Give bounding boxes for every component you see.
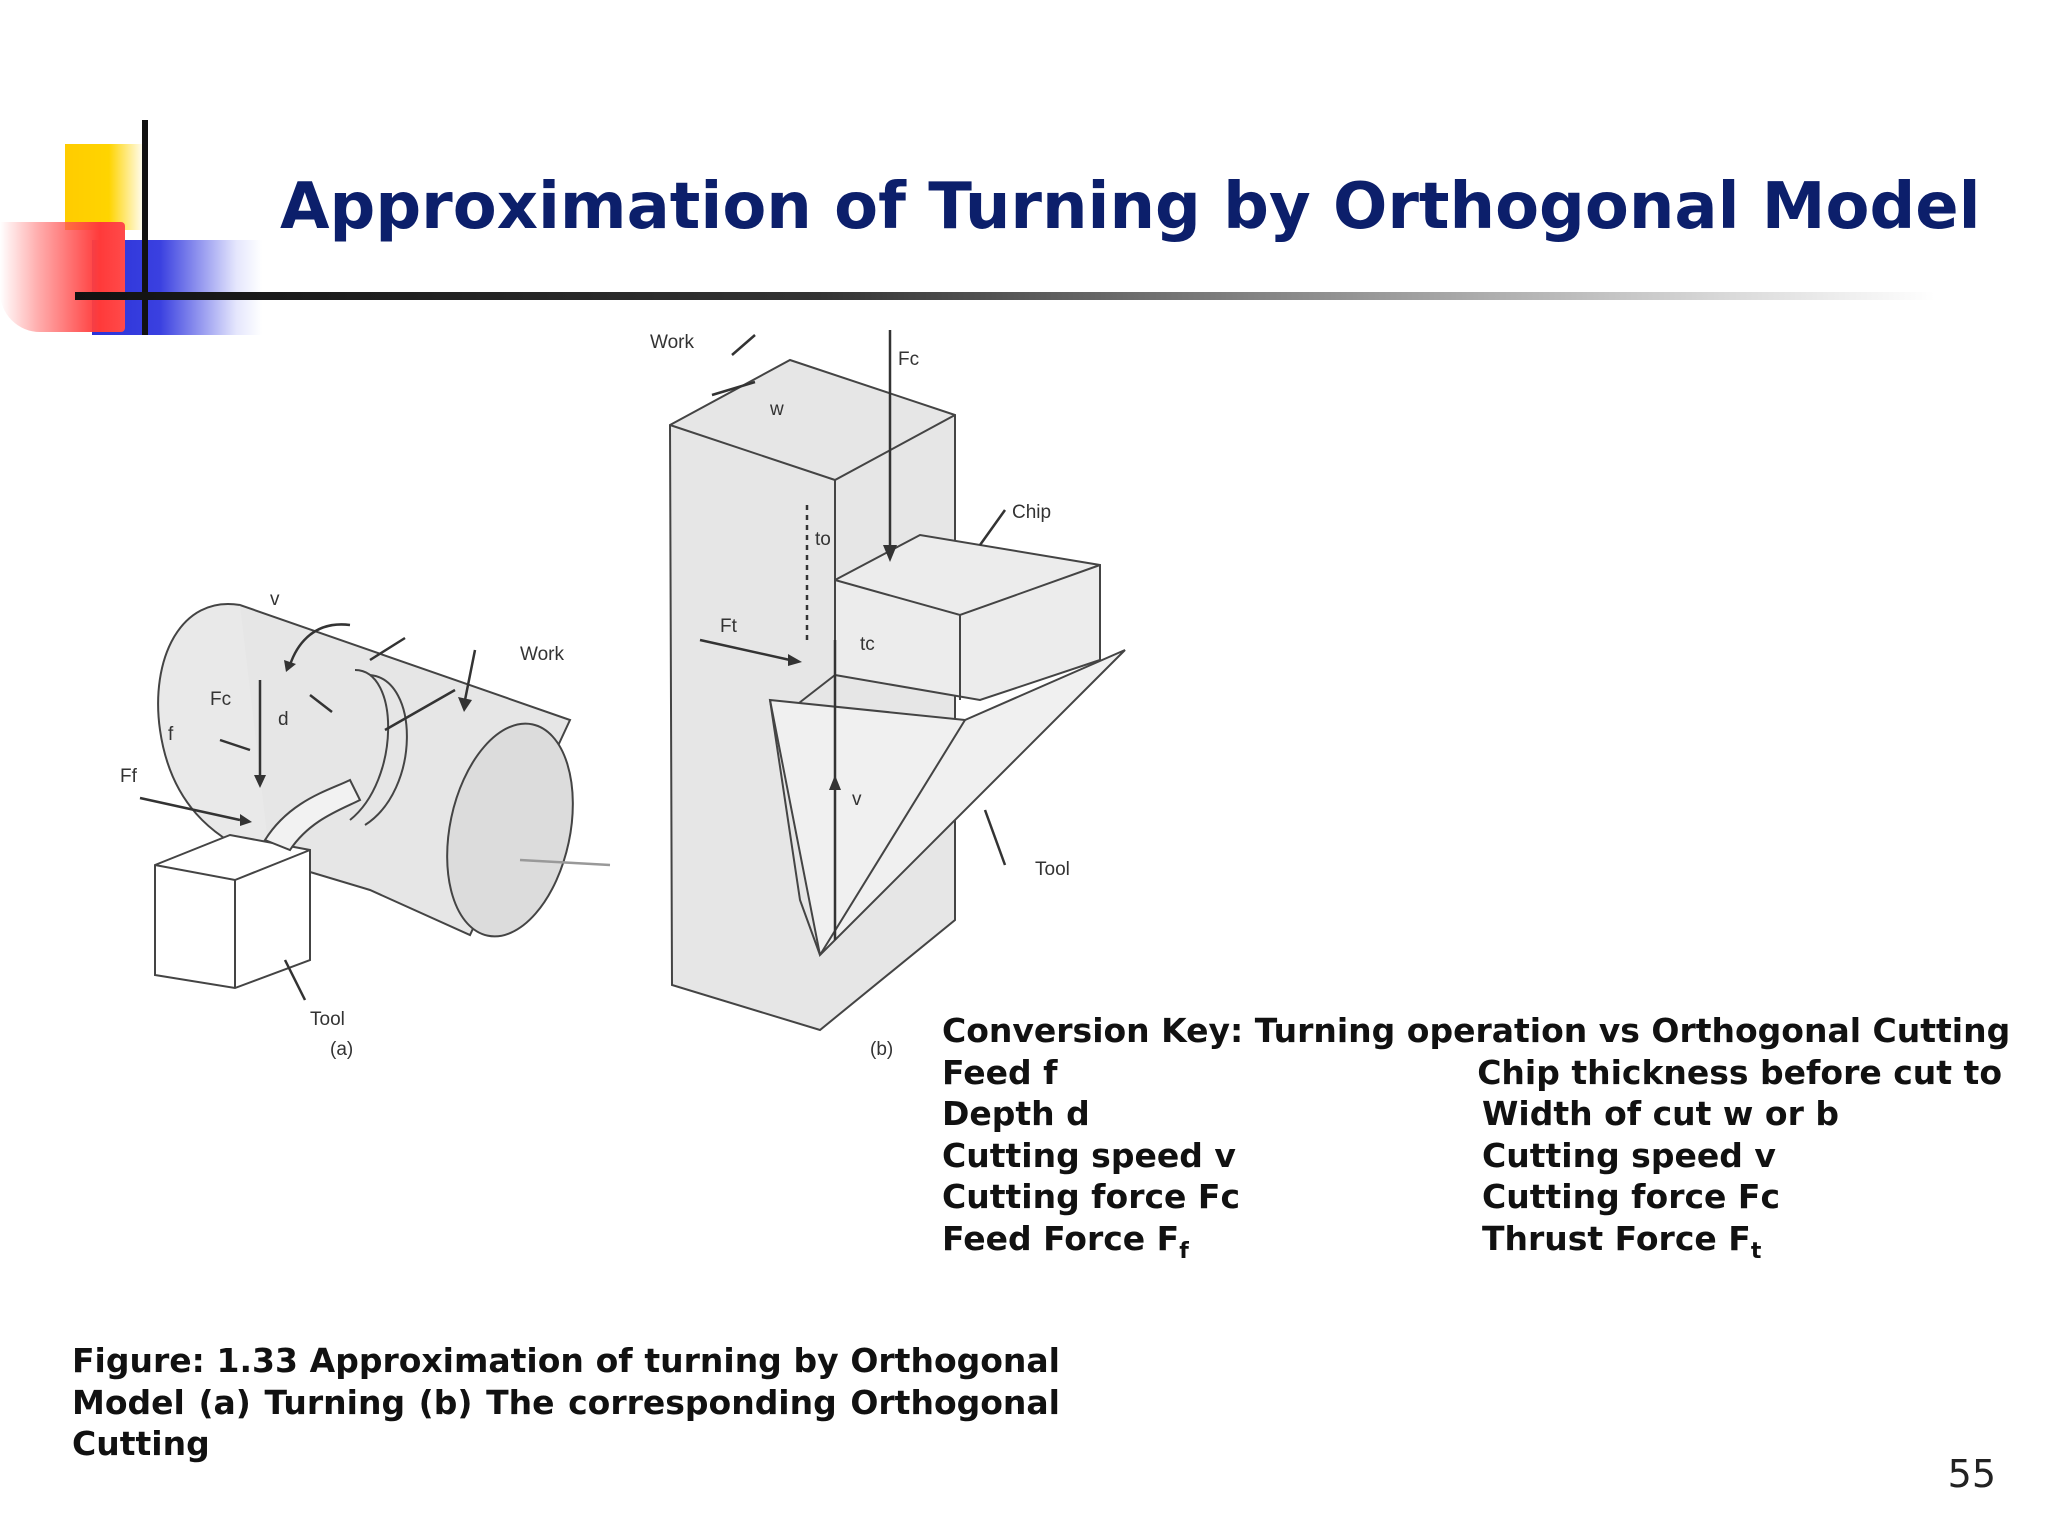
label-a-ff: Ff xyxy=(120,766,138,787)
label-b-to: to xyxy=(815,529,831,550)
label-a-d: d xyxy=(278,709,289,730)
title-underline xyxy=(75,292,1935,300)
label-b-tool: Tool xyxy=(1035,859,1070,880)
turning-orthogonal-figure: v Fc d f Ff Work Tool (a) Work xyxy=(120,330,1126,1060)
key-orthogonal-thrust-force: Thrust Force Ft xyxy=(1482,1218,2002,1263)
key-orthogonal: Cutting speed v xyxy=(1482,1135,1776,1175)
key-orthogonal-subscript: t xyxy=(1750,1238,1762,1264)
key-orthogonal-text: Thrust Force F xyxy=(1482,1218,1751,1258)
label-b-w: w xyxy=(769,399,784,420)
logo-red-square xyxy=(0,222,125,332)
page-number: 55 xyxy=(1947,1452,1996,1496)
label-b-work: Work xyxy=(650,332,694,353)
key-row: Cutting force Fc Cutting force Fc xyxy=(942,1176,2002,1218)
tool-wedge-b xyxy=(768,649,1126,958)
logo-vertical-line xyxy=(142,120,148,335)
label-b-fc: Fc xyxy=(898,349,919,370)
label-a-f: f xyxy=(168,724,174,745)
label-a-panel: (a) xyxy=(330,1039,353,1060)
label-a-v: v xyxy=(270,589,280,610)
label-b-ft: Ft xyxy=(720,616,738,637)
conversion-key: Conversion Key: Turning operation vs Ort… xyxy=(942,1010,2011,1263)
key-row: Depth d Width of cut w or b xyxy=(942,1093,2002,1135)
label-a-work: Work xyxy=(520,644,564,665)
key-turning: Depth d xyxy=(942,1094,1090,1133)
work-cylinder-back xyxy=(157,602,271,861)
key-row: Cutting speed v Cutting speed v xyxy=(942,1135,2002,1177)
label-a-fc: Fc xyxy=(210,689,231,710)
key-turning-subscript: f xyxy=(1179,1238,1189,1264)
logo-yellow-square xyxy=(65,144,145,230)
label-b-panel: (b) xyxy=(870,1039,893,1060)
key-turning-text: Feed Force F xyxy=(942,1218,1180,1258)
key-orthogonal: Chip thickness before cut to xyxy=(1477,1052,2002,1092)
label-b-v: v xyxy=(852,789,862,810)
work-cylinder-end xyxy=(446,722,574,938)
slide-title: Approximation of Turning by Orthogonal M… xyxy=(280,170,1981,244)
work-block-b xyxy=(668,358,956,1032)
label-a-tool: Tool xyxy=(310,1009,345,1030)
key-orthogonal: Cutting force Fc xyxy=(1482,1177,1781,1216)
label-b-tc: tc xyxy=(860,634,875,655)
conversion-key-heading: Conversion Key: Turning operation vs Ort… xyxy=(942,1011,2011,1050)
figure-caption: Figure: 1.33 Approximation of turning by… xyxy=(72,1341,1060,1463)
key-turning: Cutting speed v xyxy=(942,1135,1236,1175)
key-turning-feed-force: Feed Force Ff xyxy=(942,1218,1482,1263)
key-row: Feed Force Ff Thrust Force Ft xyxy=(942,1218,2002,1263)
key-row: Feed f Chip thickness before cut to xyxy=(942,1052,2002,1094)
key-orthogonal: Width of cut w or b xyxy=(1482,1094,1839,1133)
key-turning: Cutting force Fc xyxy=(942,1177,1241,1216)
slide-logo-decoration xyxy=(0,110,262,340)
key-turning: Feed f xyxy=(942,1052,1058,1092)
label-b-chip: Chip xyxy=(1012,502,1051,523)
chip xyxy=(834,533,1101,702)
